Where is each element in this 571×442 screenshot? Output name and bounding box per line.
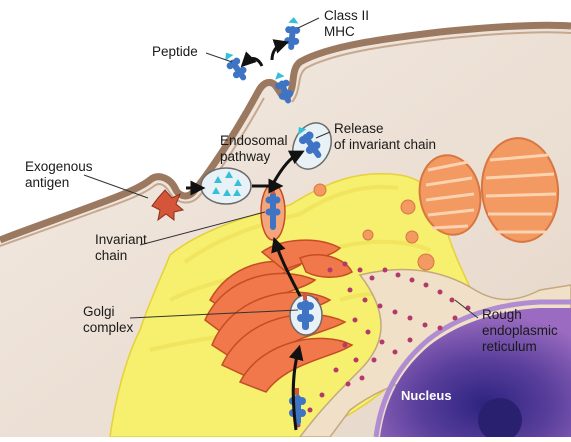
- vesicles: [313, 183, 435, 271]
- mhc-surface-left: [225, 52, 247, 81]
- invariant-chain-vesicle: [260, 183, 286, 241]
- label-rough-er: Rough endoplasmic reticulum: [482, 307, 558, 354]
- endosome: [200, 167, 252, 205]
- label-peptide: Peptide: [152, 44, 198, 59]
- mitochondrion: [418, 137, 560, 243]
- mhc-surface-top: [284, 17, 301, 50]
- plasma-membrane: [0, 21, 571, 244]
- mhc-membrane-bound: [275, 72, 294, 104]
- pathway-arrows: [186, 39, 305, 431]
- label-exogenous-antigen: Exogenous antigen: [25, 159, 93, 190]
- exogenous-antigen: [151, 189, 185, 222]
- nucleus: [380, 308, 571, 437]
- label-nucleus: Nucleus: [401, 388, 452, 403]
- label-class-ii-mhc: Class II MHC: [324, 8, 370, 39]
- label-golgi-complex: Golgi complex: [83, 304, 134, 335]
- label-release-invariant-chain: Release of invariant chain: [334, 121, 437, 152]
- nucleolus: [478, 398, 522, 442]
- label-endosomal-pathway: Endosomal pathway: [220, 133, 288, 164]
- leader-lines: [83, 17, 479, 319]
- label-invariant-chain: Invariant chain: [95, 232, 147, 263]
- mhc-golgi-vesicle: [289, 293, 323, 336]
